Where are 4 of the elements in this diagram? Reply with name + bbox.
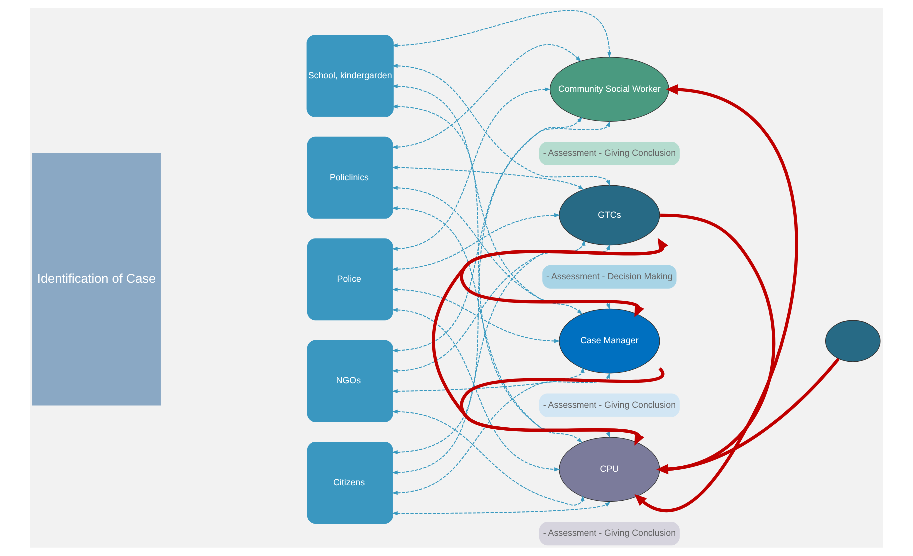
node-label: - Assessment - Giving Conclusion bbox=[543, 528, 676, 538]
node-label: - Assessment - Giving Conclusion bbox=[543, 400, 676, 410]
node-label: - Assessment - Decision Making bbox=[546, 271, 673, 282]
node-label: - Assessment - Giving Conclusion bbox=[543, 148, 676, 158]
